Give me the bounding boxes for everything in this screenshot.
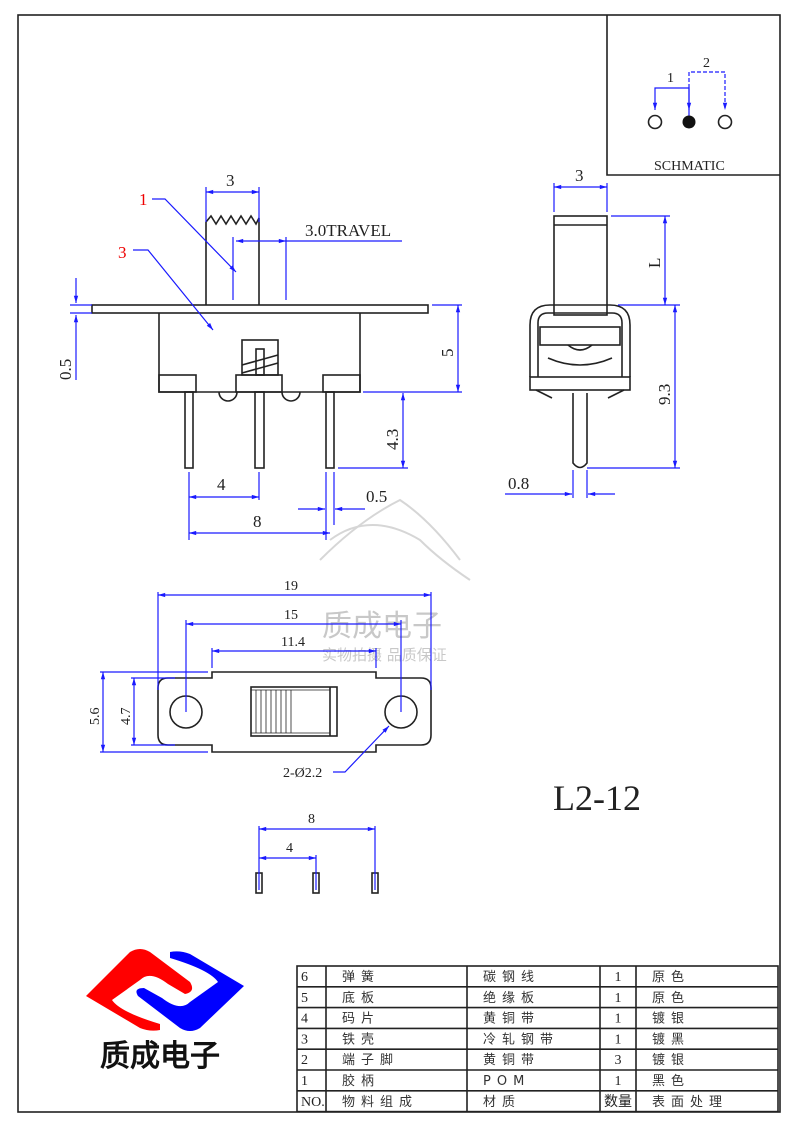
bom-row-material: 碳钢线 <box>483 970 540 985</box>
logo-blue-mark <box>136 951 244 1031</box>
schematic-label-2: 2 <box>703 56 710 71</box>
schematic-label-1: 1 <box>667 71 674 86</box>
logo-text: 质成电子 <box>100 1039 220 1074</box>
bom-row-qty: 3 <box>615 1053 622 1068</box>
bom-row-material: 绝缘板 <box>483 990 540 1006</box>
bom-row-no: 5 <box>301 991 308 1006</box>
dim-4-7: 4.7 <box>119 708 134 726</box>
dim-5-6: 5.6 <box>88 708 103 726</box>
bom-row-no: 4 <box>301 1012 308 1027</box>
side-dim-height: 9.3 <box>655 384 674 405</box>
schematic-title: SCHMATIC <box>654 159 725 174</box>
bom-row-component: 胶柄 <box>342 1073 380 1089</box>
dim-15: 15 <box>284 608 298 623</box>
callout-1: 1 <box>139 190 148 209</box>
dim-flange: 0.5 <box>56 359 75 380</box>
bom-row-finish: 镀银 <box>652 1052 690 1068</box>
bom-row-finish: 原色 <box>652 969 690 985</box>
bom-header-component: 物料组成 <box>342 1095 418 1110</box>
dim-19: 19 <box>284 579 298 594</box>
pcb-footprint: 8 4 <box>255 812 379 894</box>
dim-pitch: 4 <box>217 475 226 494</box>
bom-row-component: 铁壳 <box>342 1032 380 1047</box>
bom-row-material: 黄铜带 <box>483 1053 540 1068</box>
front-view: 3 3.0TRAVEL 1 3 0.5 5 4.3 4 8 0.5 <box>56 171 462 540</box>
bom-row-material: 黄铜带 <box>483 1012 540 1027</box>
bom-row-finish: 镀银 <box>652 1011 690 1027</box>
pcb-dim-8: 8 <box>308 812 315 827</box>
bom-row-material: POM <box>483 1074 530 1089</box>
bom-row-finish: 黑色 <box>652 1073 690 1089</box>
side-dim-pin: 0.8 <box>508 474 529 493</box>
bom-row-qty: 1 <box>615 1012 622 1027</box>
side-dim-L: L <box>645 258 664 268</box>
bom-row-no: 2 <box>301 1053 308 1068</box>
side-view: 3 L 9.3 0.8 <box>505 166 680 498</box>
watermark-line1: 质成电子 <box>322 609 442 644</box>
bom-row-no: 3 <box>301 1032 308 1047</box>
bom-row-no: 6 <box>301 970 308 985</box>
pcb-dim-4: 4 <box>286 841 293 856</box>
sheet-border <box>17 14 781 1113</box>
logo-red-mark <box>86 949 193 1031</box>
dim-11-4: 11.4 <box>281 635 305 650</box>
bom-row-component: 弹簧 <box>342 969 380 985</box>
bom-row-component: 端子脚 <box>342 1052 399 1068</box>
bom-row-component: 码片 <box>342 1012 380 1027</box>
top-view: 19 15 11.4 5.6 4.7 2-Ø2.2 <box>88 579 432 781</box>
schematic-box: SCHMATIC 1 2 <box>606 15 780 176</box>
bom-row-finish: 原色 <box>652 990 690 1006</box>
bom-header-material: 材质 <box>483 1095 521 1110</box>
bom-row-no: 1 <box>301 1074 308 1089</box>
dim-travel: 3.0TRAVEL <box>305 221 391 240</box>
bom-header-qty: 数量 <box>604 1094 632 1110</box>
dim-actuator-width: 3 <box>226 171 235 190</box>
watermark: 质成电子 实物拍摄 品质保证 <box>319 498 471 664</box>
terminal-icon <box>717 114 733 130</box>
bom-header-finish: 表面处理 <box>652 1095 728 1110</box>
company-logo: 质成电子 <box>86 949 244 1074</box>
part-number: L2-12 <box>553 778 641 818</box>
side-dim-width: 3 <box>575 166 584 185</box>
bom-row-qty: 1 <box>615 970 622 985</box>
bom-header-no: NO. <box>301 1095 325 1110</box>
terminal-icon <box>647 114 663 130</box>
dim-pin-width: 0.5 <box>366 487 387 506</box>
watermark-line2: 实物拍摄 品质保证 <box>322 646 447 664</box>
common-terminal-icon <box>682 115 696 129</box>
bom-frame <box>296 965 779 1113</box>
bom-row-qty: 1 <box>615 991 622 1006</box>
bom-row-component: 底板 <box>342 990 380 1006</box>
bom-row-qty: 1 <box>615 1032 622 1047</box>
dim-holes: 2-Ø2.2 <box>283 766 322 781</box>
callout-3: 3 <box>118 243 127 262</box>
bom-row-material: 冷轧钢带 <box>483 1032 559 1047</box>
bom-row-qty: 1 <box>615 1074 622 1089</box>
dim-body-height: 5 <box>438 349 457 358</box>
dim-span: 8 <box>253 512 262 531</box>
dim-pin-length: 4.3 <box>383 429 402 450</box>
bom-row-finish: 镀黑 <box>652 1031 690 1047</box>
